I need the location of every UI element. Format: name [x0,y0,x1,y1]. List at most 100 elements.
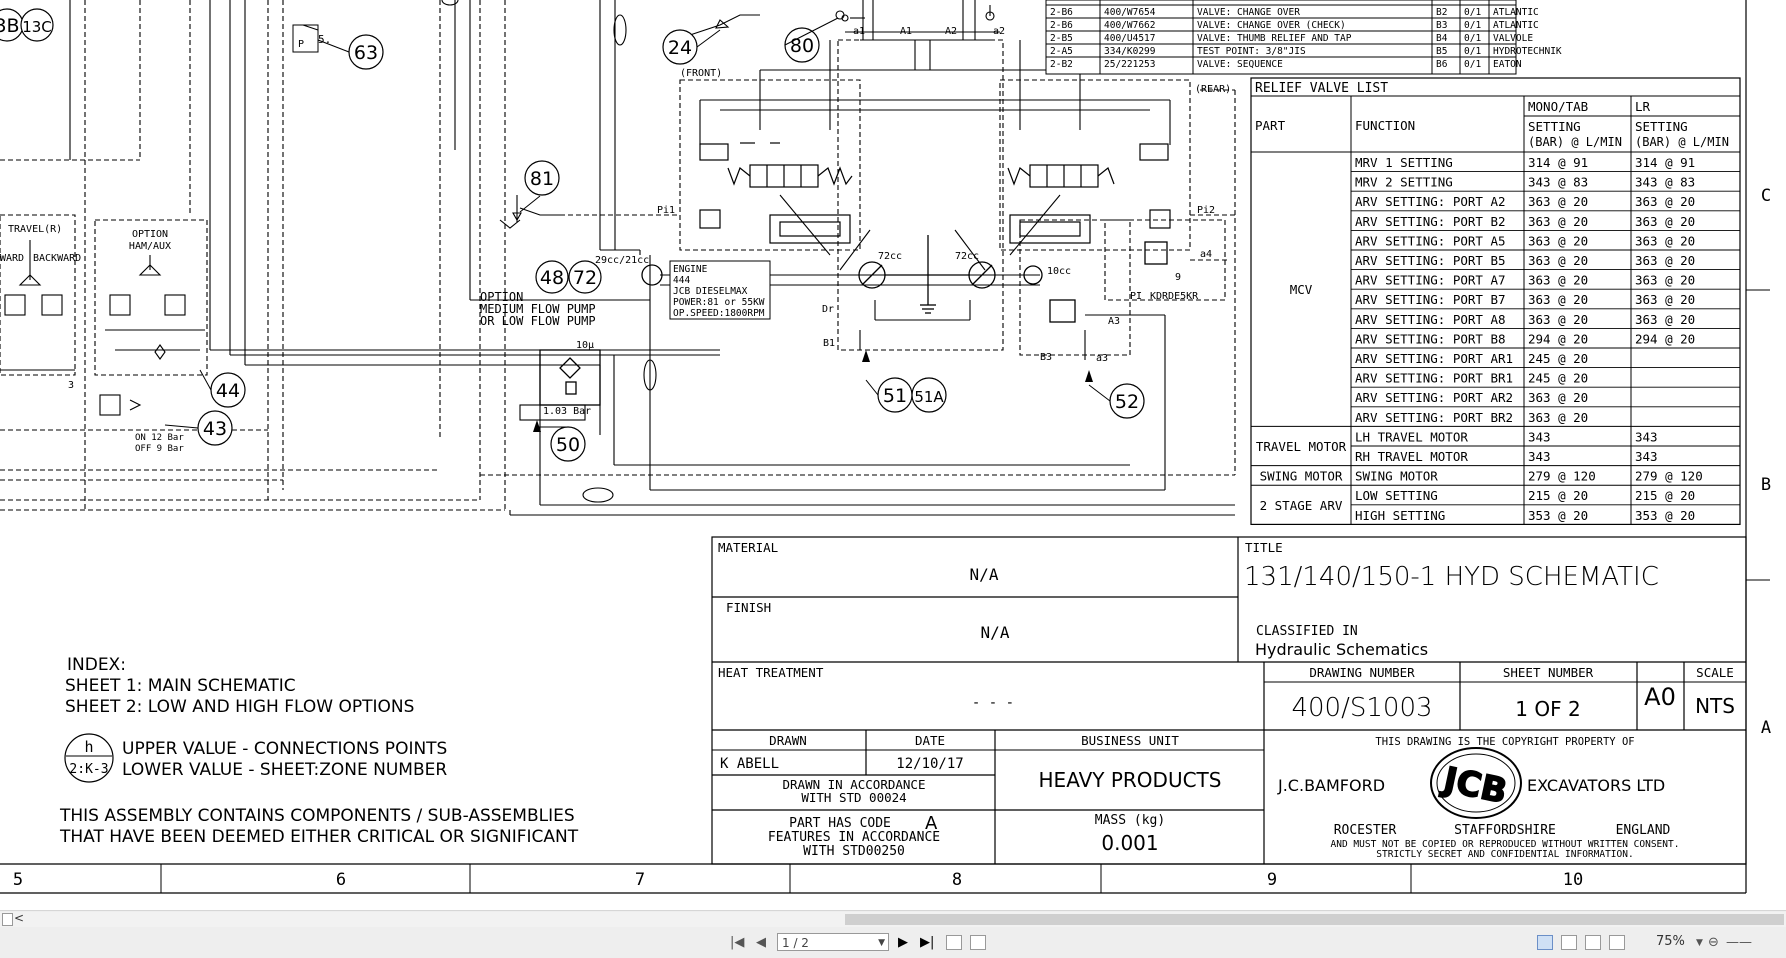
parts-cell: 0/1 [1464,59,1481,70]
zoom-level[interactable]: 75% [1656,934,1685,949]
relief-text: 343 [1528,429,1551,444]
scroll-corner-box [2,913,13,926]
finish-label: FINISH [726,600,771,615]
material-label: MATERIAL [718,540,778,555]
two-page-view-icon[interactable] [1585,935,1601,950]
parts-cell: VALVE: SEQUENCE [1197,59,1283,70]
parts-cell: VALVE: THUMB RELIEF AND TAP [1197,33,1352,44]
label-disp-b: 72cc [955,251,979,262]
two-page-continuous-icon[interactable] [1609,935,1625,950]
relief-text: ARV SETTING: PORT B5 [1355,253,1506,268]
parts-cell: 0/1 [1464,33,1481,44]
bu-label: BUSINESS UNIT [1081,733,1179,748]
finish-value: N/A [981,623,1010,642]
legend-upper: UPPER VALUE - CONNECTIONS POINTS [122,739,447,759]
relief-text: 353 @ 20 [1635,508,1695,523]
parts-cell: 400/W7662 [1104,20,1155,31]
relief-text: 363 @ 20 [1528,194,1588,209]
parts-cell: VALVOLE [1493,33,1533,44]
fit-page-icon[interactable] [946,935,962,950]
label-port-a1: a1 [853,26,865,37]
first-page-icon[interactable]: |◀ [730,935,745,950]
label-pi1: Pi1 [657,205,675,216]
relief-text: TRAVEL MOTOR [1256,439,1347,454]
zoom-dropdown-icon[interactable]: ▼ [1696,938,1703,948]
note-2: THAT HAVE BEEN DEEMED EITHER CRITICAL OR… [59,827,579,847]
parts-cell: B4 [1436,33,1448,44]
label-ward: WARD [0,253,24,264]
index-sheet1: SHEET 1: MAIN SCHEMATIC [65,676,296,696]
jcb-logo-icon: JCB [1430,747,1522,819]
relief-text: 343 @ 83 [1528,175,1588,190]
index-heading: INDEX: [67,655,126,675]
horizontal-scrollbar[interactable]: < [0,911,1786,927]
relief-text: ARV SETTING: PORT AR2 [1355,390,1513,405]
drawing-title: 131/140/150-1 HYD SCHEMATIC [1244,562,1659,592]
continuous-view-icon[interactable] [1561,935,1577,950]
accord-2: WITH STD 00024 [801,790,906,805]
option-pump-1: OPTION [480,290,523,304]
notice-2: STRICTLY SECRET AND CONFIDENTIAL INFORMA… [1376,849,1633,860]
relief-text: 2 STAGE ARV [1260,498,1343,513]
label-a2: A2 [945,26,957,37]
heat-label: HEAT TREATMENT [718,665,824,680]
drawing-no-label: DRAWING NUMBER [1309,665,1415,680]
relief-text: (BAR) @ L/MIN [1635,135,1729,149]
zoom-out-icon[interactable]: ⊖ [1708,935,1719,950]
parts-cell: EATON [1493,59,1522,70]
zone-col-10: 10 [1563,870,1583,890]
copyright: THIS DRAWING IS THE COPYRIGHT PROPERTY O… [1375,736,1634,748]
parts-cell: 0/1 [1464,7,1481,18]
callout-number: 44 [216,380,240,402]
callout-number: 51 [883,385,907,407]
relief-text: ARV SETTING: PORT BR1 [1355,371,1513,386]
label-rear: (REAR) [1195,84,1231,95]
relief-text: ARV SETTING: PORT BR2 [1355,410,1513,425]
relief-text: 294 @ 20 [1528,331,1588,346]
scale-label: SCALE [1696,665,1734,680]
parts-cell: VALVE: CHANGE OVER [1197,7,1300,18]
relief-text: 363 @ 20 [1635,233,1695,248]
parts-cell: 0/1 [1464,20,1481,31]
drawing-no: 400/S1003 [1291,693,1432,723]
relief-text: PART [1255,118,1286,133]
single-page-view-icon[interactable] [1537,935,1553,950]
zone-row-c: C [1761,186,1771,206]
callout-number: 43 [203,418,227,440]
scroll-left-arrow-icon[interactable]: < [14,911,25,925]
next-page-icon[interactable]: ▶ [898,935,908,950]
scrollbar-thumb[interactable] [845,914,1784,925]
loc-3: ENGLAND [1616,823,1671,838]
schematic-drawing: 5 6 7 8 9 10 C B A [0,0,1772,894]
relief-text: SETTING [1635,119,1688,134]
relief-text: 363 @ 20 [1528,292,1588,307]
callout-number: 50 [556,434,580,456]
relief-text: 363 @ 20 [1528,253,1588,268]
parts-cell: 0/1 [1464,46,1481,57]
zone-col-9: 9 [1267,870,1277,890]
drawn-label: DRAWN [769,733,807,748]
prev-page-icon[interactable]: ◀ [756,935,766,950]
zoom-slider[interactable]: —— [1726,935,1752,950]
relief-text: 363 @ 20 [1528,273,1588,288]
relief-text: ARV SETTING: PORT B2 [1355,214,1506,229]
page-number-select[interactable]: 1 / 2▼ [777,933,889,951]
code-letter: A [925,813,938,834]
relief-text: 363 @ 20 [1635,312,1695,327]
relief-text: SWING MOTOR [1355,469,1438,484]
relief-text: 245 @ 20 [1528,371,1588,386]
loc-1: ROCESTER [1334,823,1397,838]
label-kdr: KDRDE5KR [1150,291,1199,302]
relief-text: 215 @ 20 [1528,488,1588,503]
parts-cell: 2-B2 [1050,59,1073,70]
notice-1: AND MUST NOT BE COPIED OR REPRODUCED WIT… [1331,839,1680,850]
relief-text: ARV SETTING: PORT B7 [1355,292,1506,307]
fit-width-icon[interactable] [970,935,986,950]
relief-text: 215 @ 20 [1635,488,1695,503]
parts-cell: 2-B6 [1050,7,1073,18]
last-page-icon[interactable]: ▶| [920,935,935,950]
relief-text: RELIEF VALVE LIST [1255,81,1388,96]
relief-text: ARV SETTING: PORT B8 [1355,331,1506,346]
